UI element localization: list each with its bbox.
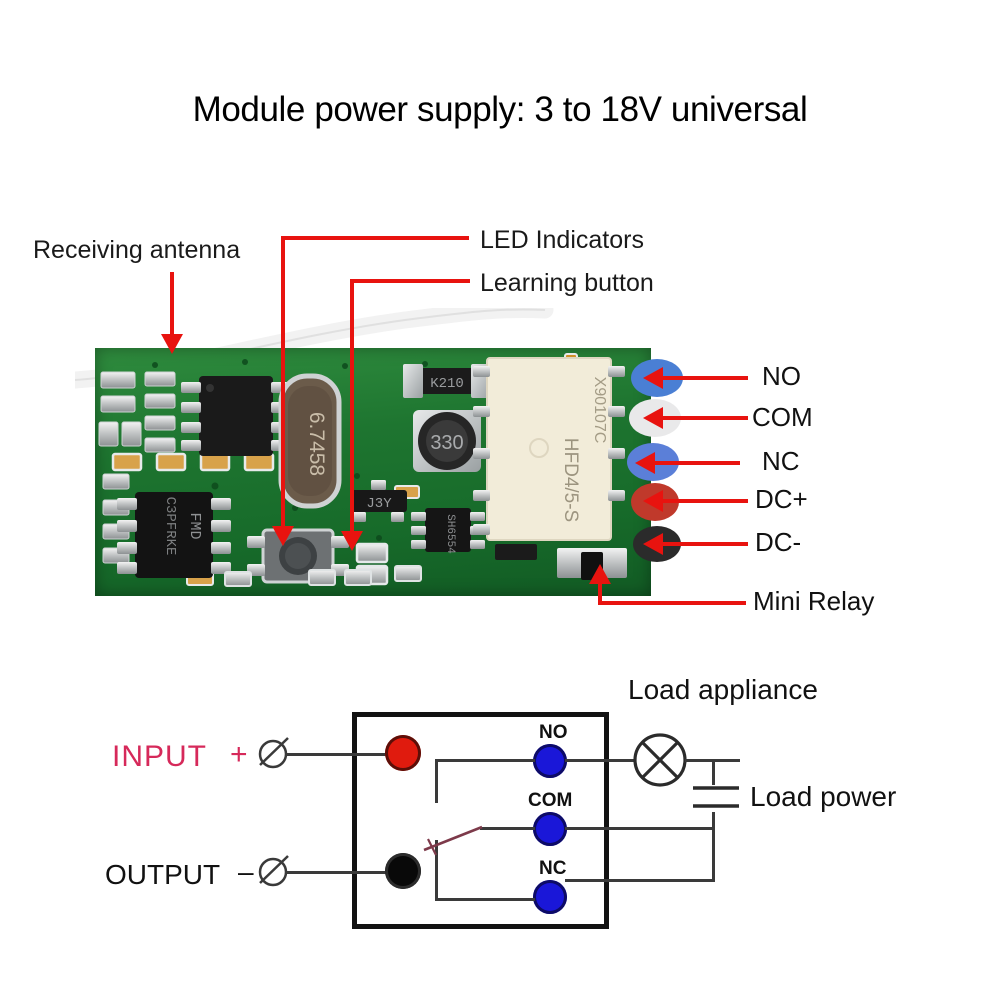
relay-no-stub	[435, 759, 438, 803]
schem-pin-com	[533, 812, 567, 846]
svg-text:HFD4/5-S: HFD4/5-S	[560, 438, 581, 522]
led-leader-v	[281, 236, 285, 530]
terminal-arrow-icon-2	[635, 452, 655, 474]
load-appliance-label: Load appliance	[628, 674, 818, 705]
terminal-leader-3	[663, 499, 748, 503]
svg-text:C3PFRKE: C3PFRKE	[162, 497, 178, 556]
terminal-arrow-icon-3	[643, 490, 663, 512]
load-return-wire	[565, 879, 715, 882]
svg-text:6.7458: 6.7458	[305, 412, 328, 476]
input-wire	[285, 753, 420, 756]
svg-text:K210: K210	[430, 376, 464, 392]
relay-switch-blade-icon	[423, 825, 483, 856]
output-wire	[285, 871, 420, 874]
svg-text:J3Y: J3Y	[366, 496, 392, 512]
callout-label-antenna: Receiving antenna	[33, 236, 241, 264]
relay-nc-wire	[435, 898, 535, 901]
callout-label-learning: Learning button	[480, 269, 654, 297]
module-box-bottom	[352, 924, 609, 929]
page-title: Module power supply: 3 to 18V universal	[192, 90, 808, 129]
lamp-symbol-icon	[633, 733, 687, 787]
antenna-arrow-icon	[161, 334, 183, 354]
terminal-arrow-icon-1	[643, 407, 663, 429]
mini-relay-leader-v	[598, 584, 602, 605]
antenna-leader-line	[170, 272, 174, 338]
pcb-photo: FMD C3PFRKE 6.7458 J3Y	[75, 308, 683, 596]
terminal-label-dcplus: DC+	[755, 484, 808, 514]
terminal-leader-4	[663, 542, 748, 546]
callout-label-mini-relay: Mini Relay	[753, 586, 875, 616]
input-sign: +	[230, 738, 249, 771]
terminal-label-no: NO	[762, 361, 801, 391]
module-box-right	[604, 712, 609, 929]
svg-text:FMD: FMD	[186, 512, 203, 539]
svg-text:X90107C: X90107C	[591, 377, 608, 444]
output-terminal-dot	[385, 853, 421, 889]
terminal-leader-0	[663, 376, 748, 380]
pcb-traces: FMD C3PFRKE 6.7458 J3Y	[98, 353, 627, 587]
schem-pin-nc	[533, 880, 567, 914]
module-box-left	[352, 712, 357, 929]
mini-relay-arrow-icon	[589, 564, 611, 584]
terminal-label-nc: NC	[762, 446, 800, 476]
module-box-top	[352, 712, 609, 717]
terminal-arrow-icon-4	[643, 533, 663, 555]
callout-label-led: LED Indicators	[480, 226, 644, 254]
output-label: OUTPUT	[105, 859, 221, 890]
load-power-label: Load power	[750, 781, 897, 812]
relay-no-wire	[435, 759, 535, 762]
learning-arrow-icon	[341, 531, 363, 551]
led-leader-h	[281, 236, 469, 240]
load-wire-com-return	[565, 827, 715, 830]
learning-leader-h	[350, 279, 470, 283]
svg-text:SH6554: SH6554	[444, 514, 456, 554]
input-terminal-dot	[385, 735, 421, 771]
wiring-schematic: INPUT + OUTPUT – NO COM NC	[60, 660, 960, 960]
relay-com-wire	[480, 827, 535, 830]
schem-label-com: COM	[528, 790, 573, 811]
learning-leader-v	[350, 279, 354, 535]
input-label: INPUT	[112, 740, 207, 773]
svg-text:330: 330	[430, 432, 463, 454]
relay-nc-stub	[435, 840, 438, 900]
load-power-wire-top	[712, 759, 715, 785]
terminal-arrow-icon-0	[643, 367, 663, 389]
schem-pin-no	[533, 744, 567, 778]
load-power-wire-bottom	[712, 812, 715, 881]
led-arrow-icon	[272, 526, 294, 546]
terminal-leader-2	[655, 461, 740, 465]
load-wire-no-to-lamp	[565, 759, 639, 762]
load-power-capacitor-icon	[693, 786, 739, 808]
terminal-label-com: COM	[752, 402, 813, 432]
terminal-leader-1	[663, 416, 748, 420]
mini-relay-leader-h	[598, 601, 746, 605]
schem-label-no: NO	[539, 722, 568, 743]
relay-component: HFD4/5-S X90107C	[473, 357, 625, 541]
output-sign: –	[238, 856, 254, 887]
terminal-label-dcminus: DC-	[755, 527, 802, 557]
schem-label-nc: NC	[539, 858, 567, 879]
